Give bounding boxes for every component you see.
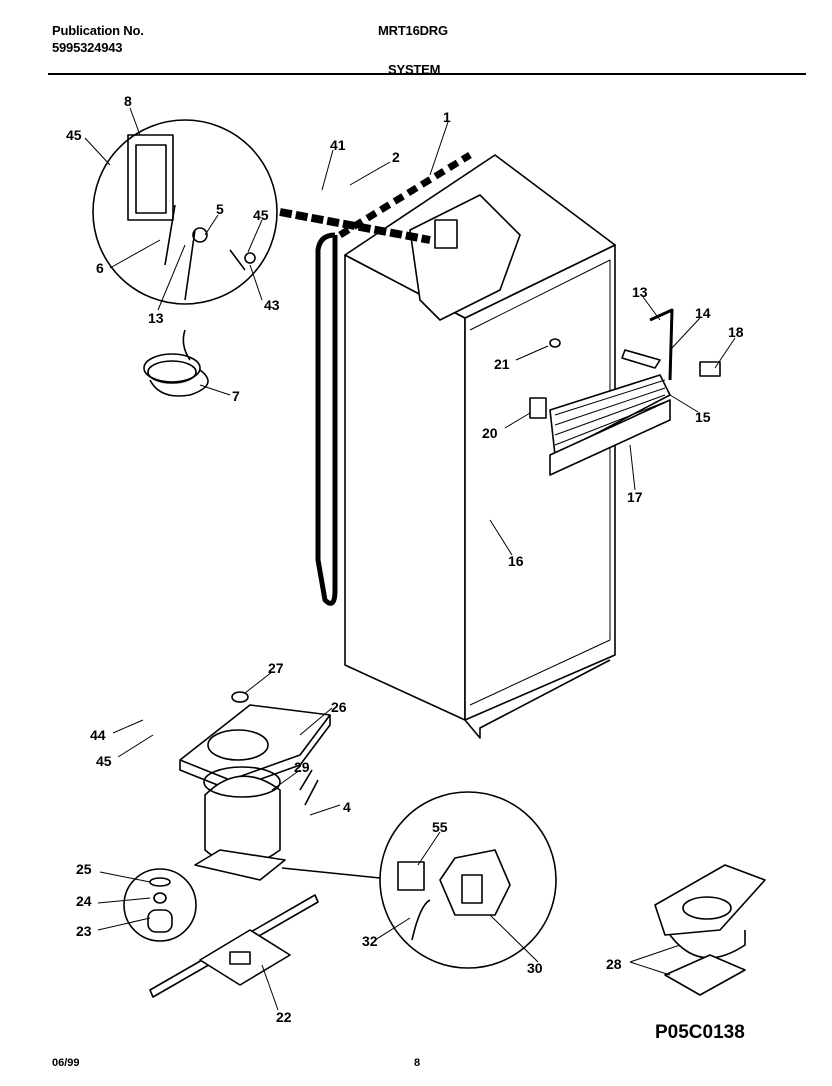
publication-number: 5995324943	[52, 40, 123, 55]
callout-27: 27	[268, 660, 284, 676]
callout-45-top: 45	[66, 127, 82, 143]
callout-6: 6	[96, 260, 104, 276]
evaporator-drawing	[279, 194, 521, 321]
callout-13-inset: 13	[148, 310, 164, 326]
compressor-assembly-drawing	[654, 864, 766, 996]
footer-page-number: 8	[414, 1057, 421, 1069]
callout-26: 26	[331, 699, 347, 715]
callout-45-bottom: 45	[96, 753, 112, 769]
callout-20: 20	[482, 425, 498, 441]
callout-45-inset: 45	[253, 207, 269, 223]
leader-lines	[84, 107, 736, 1011]
callout-24: 24	[76, 893, 92, 909]
callout-28: 28	[606, 956, 622, 972]
inset-detail-drawing	[92, 119, 278, 305]
callout-30: 30	[527, 960, 543, 976]
relay-inset-drawing	[281, 791, 557, 969]
header-rule	[48, 73, 806, 75]
callout-55: 55	[432, 819, 448, 835]
callout-4: 4	[343, 799, 351, 815]
callout-15: 15	[695, 409, 711, 425]
callout-25: 25	[76, 861, 92, 877]
screw-part-drawing	[549, 338, 561, 348]
callout-8: 8	[124, 93, 132, 109]
relay-part-drawing	[529, 397, 547, 419]
callout-2: 2	[392, 149, 400, 165]
callout-21: 21	[494, 356, 510, 372]
model-number: MRT16DRG	[378, 23, 448, 38]
callout-18: 18	[728, 324, 744, 340]
grommet-set-drawing	[123, 868, 197, 942]
callout-1: 1	[443, 109, 451, 125]
callout-32: 32	[362, 933, 378, 949]
evaporator-coil-drawing	[549, 308, 721, 476]
base-bracket-drawing	[149, 894, 319, 998]
callout-5: 5	[216, 201, 224, 217]
drain-hose-drawing	[143, 329, 209, 397]
callout-29: 29	[294, 759, 310, 775]
callout-14: 14	[695, 305, 711, 321]
callout-43: 43	[264, 297, 280, 313]
drain-pan-drawing	[179, 691, 331, 791]
callout-41: 41	[330, 137, 346, 153]
callout-labels: 1 2 4 5 6 7 8 13 13 14 15 16 17 18 20 21…	[66, 93, 744, 1025]
callout-17: 17	[627, 489, 643, 505]
callout-23: 23	[76, 923, 92, 939]
callout-22: 22	[276, 1009, 292, 1025]
condenser-coil-drawing	[315, 152, 472, 606]
callout-13: 13	[632, 284, 648, 300]
callout-7: 7	[232, 388, 240, 404]
publication-label: Publication No.	[52, 23, 144, 38]
diagram-code: P05C0138	[655, 1022, 745, 1043]
callout-44: 44	[90, 727, 106, 743]
footer-date: 06/99	[52, 1057, 80, 1069]
compressor-drawing	[194, 766, 319, 881]
callout-16: 16	[508, 553, 524, 569]
